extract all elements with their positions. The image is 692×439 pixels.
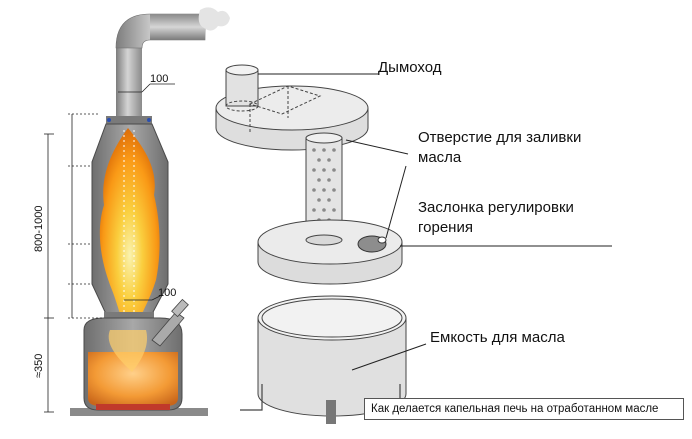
upper-flange: [106, 116, 152, 124]
body-height-label: 800-1000: [33, 206, 45, 253]
bolt-icon: [107, 118, 111, 122]
oil-flame: [108, 330, 148, 372]
chimney-pipe-vertical: [116, 48, 142, 120]
filler-pipe: [151, 311, 185, 347]
base-plate: [70, 408, 208, 416]
tank-height-label: ≈350: [33, 354, 45, 378]
smoke-puff: [198, 7, 230, 31]
fill-hole-label-line2: масла: [418, 149, 462, 166]
fill-hole-label-line1: Отверстие для заливки: [418, 129, 581, 146]
oil-container: [240, 295, 407, 424]
pipe-diameter-bottom-label: 100: [158, 287, 176, 299]
pipe-diameter-top-label: 100: [150, 73, 168, 85]
stove-cross-section: 100 100 800-1000 ≈350: [33, 7, 230, 416]
oil-tank-label: Емкость для масла: [430, 329, 565, 346]
damper-icon: [357, 235, 387, 253]
dimension-lines: [44, 83, 175, 413]
callout-lines: [258, 73, 612, 371]
filler-cap: [171, 298, 189, 318]
damper-label-line1: Заслонка регулировки: [418, 199, 574, 216]
chimney-label: Дымоход: [378, 59, 442, 76]
oil-fill: [88, 352, 178, 406]
exploded-view: [215, 64, 612, 424]
tank-bottom-rim: [96, 404, 170, 410]
caption: Как делается капельная печь на отработан…: [364, 398, 684, 420]
damper-label-line2: горения: [418, 219, 473, 236]
lower-flange: [104, 312, 154, 318]
upper-lid: [215, 64, 369, 151]
bolt-icon: [147, 118, 151, 122]
perforation-holes: [312, 148, 336, 222]
flame: [99, 128, 160, 340]
chimney-pipe-horizontal: [150, 14, 205, 40]
middle-plate: [257, 219, 403, 285]
